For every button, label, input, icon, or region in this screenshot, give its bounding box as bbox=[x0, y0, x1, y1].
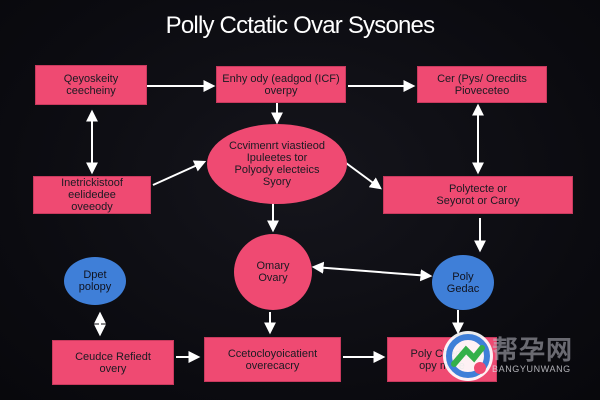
watermark-subtext: BANGYUNWANG bbox=[492, 364, 571, 374]
watermark-logo-icon bbox=[443, 331, 493, 381]
node-left-blue: Dpet polopy bbox=[64, 257, 126, 305]
node-top-center: Enhy ody (eadgod (ICF) overpy bbox=[216, 66, 346, 103]
node-bottom-center: Ccetocloyoicatient overecacry bbox=[204, 337, 341, 382]
node-mid-right: Polytecte or Seyorot or Caroy bbox=[383, 176, 573, 214]
node-top-left: Qeyoskeity ceecheiny bbox=[35, 65, 147, 105]
edge-center-midright bbox=[345, 162, 382, 190]
diagram-title: Polly Cctatic Ovar Sysones bbox=[165, 12, 435, 39]
node-right-blue: Poly Gedac bbox=[432, 255, 494, 310]
node-center-oval: Omary Ovary bbox=[234, 234, 312, 310]
watermark-text: 帮孕网 bbox=[492, 336, 574, 366]
edge-midleft-center bbox=[152, 160, 207, 186]
edge-oval-rightblue bbox=[311, 261, 433, 282]
node-mid-left: Inetrickistoof eelidedee oveeody bbox=[33, 176, 151, 214]
node-top-right: Cer (Pys/ Orecdits Pioveceteo bbox=[417, 66, 547, 103]
node-center: Ccvimenrt viastieod Ipuleetes tor Polyod… bbox=[207, 124, 347, 204]
node-bottom-left: Ceudce Refiedt overy bbox=[52, 340, 174, 385]
watermark: 帮孕网 BANGYUNWANG bbox=[440, 328, 600, 388]
